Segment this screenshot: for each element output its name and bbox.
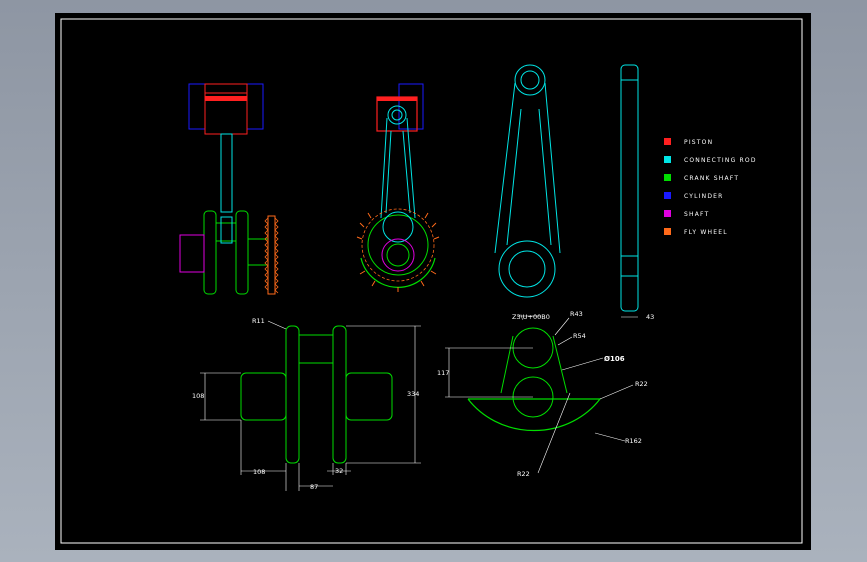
- end-dim-r22-bottom: R22: [517, 470, 530, 478]
- crank-dim-shaft-dia: 108: [192, 392, 204, 400]
- cad-drawing: 43 PISTON CONNECTING ROD CRANK SHAFT CYL…: [60, 18, 803, 544]
- connecting-rod-side-view: 43: [620, 64, 654, 321]
- crank-web-front: [367, 214, 429, 276]
- fly-wheel-side: [267, 215, 276, 295]
- rod-big-end: [220, 216, 233, 244]
- crank-shaft-right: [247, 238, 269, 266]
- legend-label-shaft: SHAFT: [684, 211, 709, 218]
- end-dim-lines: [445, 315, 634, 474]
- crank-detail-pin: [298, 334, 334, 364]
- rod-shank-front: [380, 117, 416, 219]
- legend-swatch-shaft: [664, 210, 671, 217]
- main-journal-front: [386, 243, 410, 267]
- drawing-frame: [60, 18, 803, 544]
- rod-eye-outer: [514, 64, 546, 96]
- shaft-stub: [179, 234, 205, 273]
- crank-detail-web-right: [332, 325, 347, 464]
- piston-front: [376, 96, 418, 132]
- end-dim-r22-top: R22: [635, 380, 648, 388]
- fly-wheel-front: [361, 208, 435, 282]
- fly-wheel-teeth: [264, 217, 279, 294]
- end-dim-r162: R162: [625, 437, 642, 445]
- rod-side-body: [620, 64, 639, 312]
- crank-dim-web-gap: 87: [310, 483, 318, 491]
- end-dim-dia: Ø106: [604, 355, 625, 363]
- end-dim-r43: R43: [570, 310, 583, 318]
- crank-dim-web-thick: 32: [335, 467, 343, 475]
- fly-wheel-teeth-front: [356, 212, 440, 292]
- counterweight-front: [360, 257, 436, 288]
- crank-detail-web-left: [285, 325, 300, 464]
- end-dim-angle: Z3\U+00B0: [512, 313, 550, 321]
- rod-small-end: [387, 105, 407, 125]
- crank-shaft-detail: R11 108 334 108 87 32: [192, 317, 421, 491]
- legend: PISTON CONNECTING ROD CRANK SHAFT CYLIND…: [664, 138, 757, 236]
- legend-label-crank-shaft: CRANK SHAFT: [684, 175, 739, 182]
- rod-big-end-inner: [508, 250, 546, 288]
- piston-ring-front: [377, 97, 417, 101]
- connecting-rod-view: [494, 64, 561, 298]
- drawing-sheet: 43 PISTON CONNECTING ROD CRANK SHAFT CYL…: [55, 13, 811, 550]
- crank-detail-shaft-left: [240, 372, 287, 421]
- rod-shank: [220, 133, 233, 213]
- end-taper-sides: [500, 335, 568, 394]
- rod-side-dim: 43: [646, 313, 654, 321]
- legend-label-cylinder: CYLINDER: [684, 193, 724, 200]
- crank-detail-shaft-right: [345, 372, 393, 421]
- assembly-front-view: [356, 83, 440, 292]
- crank-dim-height: 334: [407, 390, 419, 398]
- legend-swatch-crank-shaft: [664, 174, 671, 181]
- piston-body: [204, 83, 248, 135]
- crank-detail-dim-lines: [200, 320, 421, 491]
- crank-dim-r11: R11: [252, 317, 265, 325]
- end-dim-height: 117: [437, 369, 449, 377]
- legend-swatch-fly-wheel: [664, 228, 671, 235]
- legend-swatch-connecting-rod: [664, 156, 671, 163]
- legend-label-fly-wheel: FLY WHEEL: [684, 229, 728, 236]
- legend-swatch-piston: [664, 138, 671, 145]
- crank-dim-left-len: 108: [253, 468, 265, 476]
- shaft-front: [381, 238, 415, 272]
- end-counterweight: [467, 398, 602, 432]
- legend-label-piston: PISTON: [684, 139, 713, 146]
- crank-pin: [215, 222, 237, 242]
- crank-web-left: [203, 210, 217, 295]
- rod-eye-inner: [520, 70, 540, 90]
- legend-swatch-cylinder: [664, 192, 671, 199]
- crank-end-detail: Z3\U+00B0 R43 R54 Ø106 117 R22 R162 R22: [437, 310, 648, 478]
- piston-pin: [391, 109, 403, 121]
- assembly-side-view: [179, 83, 279, 295]
- rod-big-end-front: [382, 211, 414, 243]
- rod-web: [494, 82, 561, 254]
- crank-web-right: [235, 210, 249, 295]
- legend-label-connecting-rod: CONNECTING ROD: [684, 157, 757, 164]
- piston-ring: [205, 96, 247, 101]
- rod-big-end-outer: [498, 240, 556, 298]
- end-dim-r54: R54: [573, 332, 586, 340]
